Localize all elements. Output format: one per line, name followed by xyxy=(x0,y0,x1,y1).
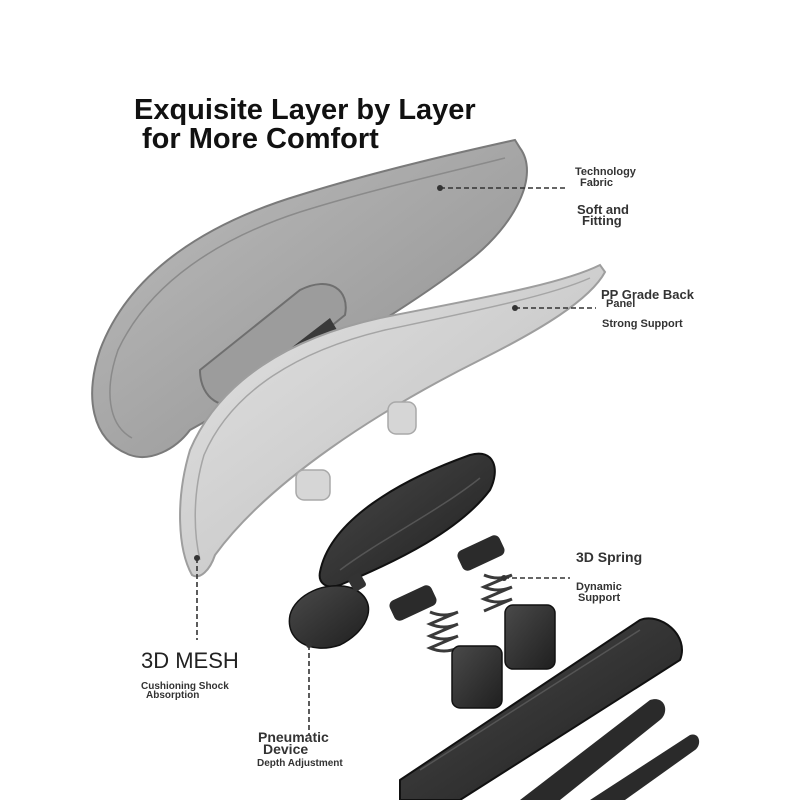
title-line-2: for More Comfort xyxy=(142,123,379,155)
3d-springs xyxy=(389,535,556,709)
pneumatic-desc-1: Depth Adjustment xyxy=(257,758,343,769)
technology-fabric-desc-1: Soft and xyxy=(577,202,629,217)
technology-fabric-desc-2: Fitting xyxy=(582,213,622,228)
back-panel-desc-1: Strong Support xyxy=(602,318,683,330)
air-pad xyxy=(318,452,496,588)
mesh-desc-1: Cushioning Shock xyxy=(141,681,229,692)
spring-desc-1: Dynamic xyxy=(576,581,622,593)
technology-fabric-name-1: Technology xyxy=(575,166,636,178)
spring-desc-2: Support xyxy=(578,592,621,604)
pneumatic-name-2: Device xyxy=(263,741,309,757)
back-panel-name-1: PP Grade Back xyxy=(601,287,694,302)
pneumatic-name-1: Pneumatic xyxy=(258,729,329,745)
mesh-name-1: 3D MESH xyxy=(141,648,239,673)
pneumatic-bulb xyxy=(288,572,370,649)
spring-name-1: 3D Spring xyxy=(576,549,643,565)
leader-lines xyxy=(194,185,596,735)
mesh-desc-2: Absorption xyxy=(146,690,200,701)
technology-fabric-name-2: Fabric xyxy=(580,177,614,189)
base-bracket xyxy=(399,617,700,800)
back-panel-name-2: Panel xyxy=(606,298,636,310)
back-panel-mesh-layer xyxy=(179,263,607,578)
title-line-1: Exquisite Layer by Layer xyxy=(134,94,476,126)
